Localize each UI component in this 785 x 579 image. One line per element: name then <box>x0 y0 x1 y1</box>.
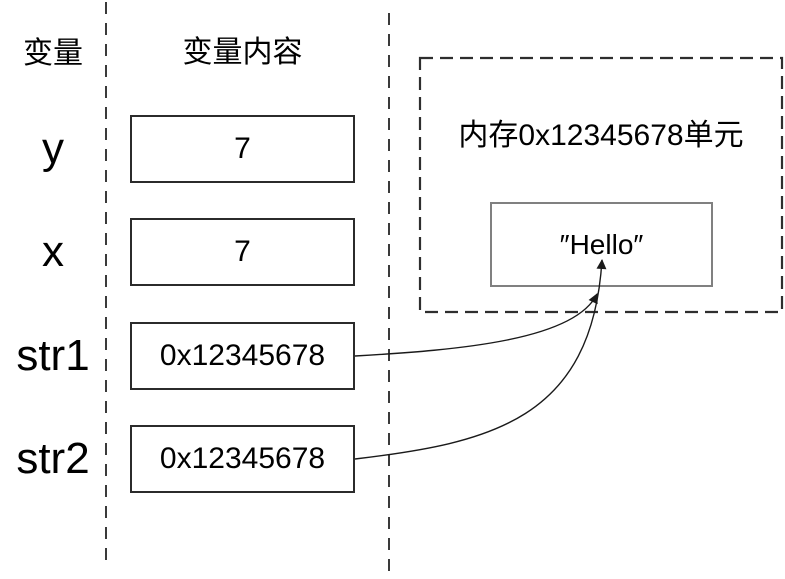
variable-name-y: y <box>42 124 64 173</box>
value-box-str2: 0x12345678 <box>130 425 355 493</box>
pointer-arrow-str2 <box>354 259 607 460</box>
value-str1: 0x12345678 <box>159 339 326 372</box>
value-box-x: 7 <box>130 218 355 286</box>
value-y: 7 <box>234 132 251 165</box>
value-x: 7 <box>234 235 251 268</box>
variable-name-str2: str2 <box>16 434 90 483</box>
pointer-arrow-str1 <box>354 293 598 357</box>
variable-name-str1: str1 <box>16 331 90 380</box>
variable-name-x: x <box>42 227 64 276</box>
memory-unit-title: 内存0x12345678单元 <box>458 119 744 152</box>
column-header-variable-content: 变量内容 <box>182 36 303 69</box>
value-box-y: 7 <box>130 115 355 183</box>
value-box-str1: 0x12345678 <box>130 322 355 390</box>
memory-cell-value: ″Hello″ <box>559 228 644 260</box>
memory-cell-box: ″Hello″ <box>490 202 713 287</box>
value-str2: 0x12345678 <box>159 442 326 475</box>
column-header-variable: 变量 <box>23 37 83 70</box>
